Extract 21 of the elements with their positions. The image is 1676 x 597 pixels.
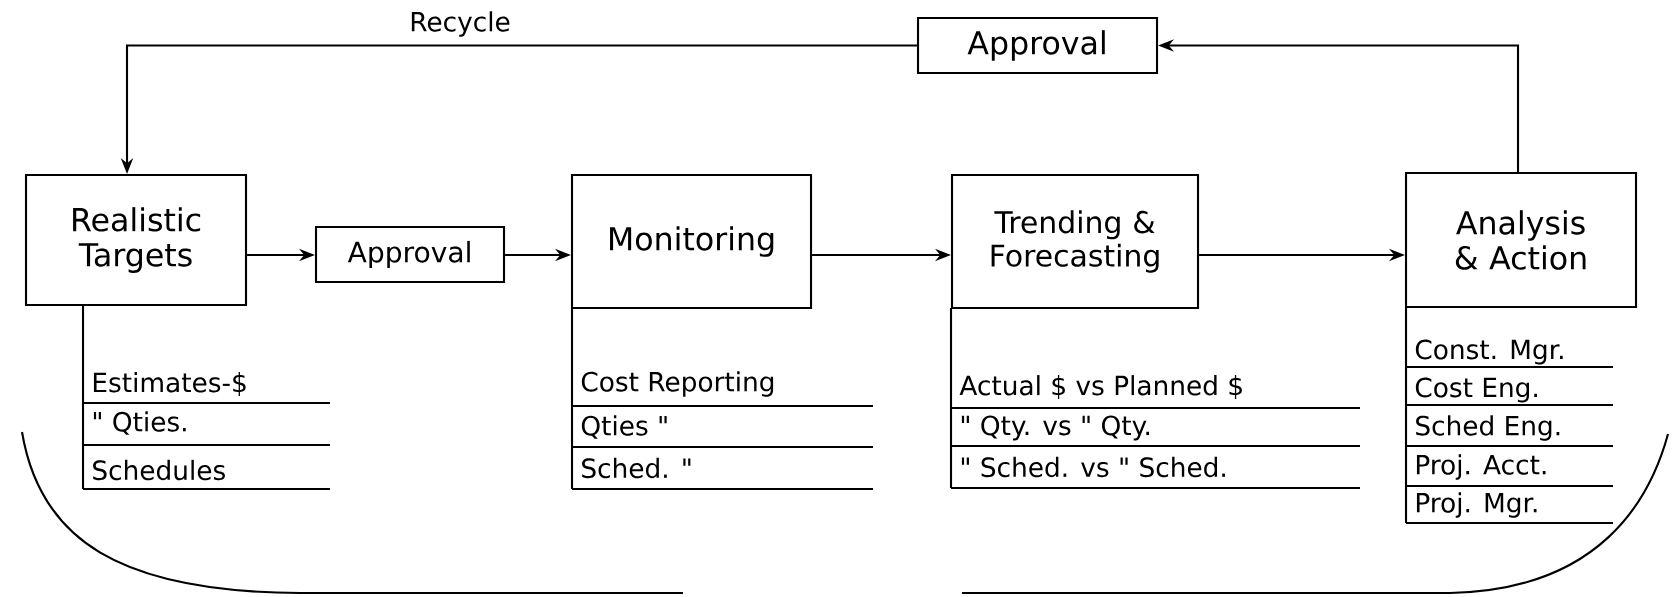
list-entry: Const. Mgr. xyxy=(1415,339,1563,365)
process-box: Monitoring xyxy=(570,173,813,310)
list-entry: Cost Eng. xyxy=(1415,377,1537,403)
edge-label: Recycle xyxy=(407,9,513,39)
list-entry: Proj. Mgr. xyxy=(1416,492,1537,518)
list-entry: " Qties. xyxy=(93,411,186,435)
list-entry: Proj. Acct. xyxy=(1416,454,1546,480)
list-entry: " Sched. vs " Sched. xyxy=(961,456,1225,478)
list-entry: Estimates-$ xyxy=(93,372,246,396)
list-entry: Schedules xyxy=(93,459,225,481)
list-entry: " Qty. vs " Qty. xyxy=(961,415,1150,441)
process-box: Trending & Forecasting xyxy=(950,173,1200,310)
process-box: Approval xyxy=(916,16,1159,75)
process-box: Realistic Targets xyxy=(24,173,248,307)
list-entry: Sched. " xyxy=(582,457,691,479)
list-entry: Qties " xyxy=(581,415,667,439)
list-entry: Sched Eng. xyxy=(1416,415,1560,441)
process-box: Analysis & Action xyxy=(1404,171,1638,309)
list-entry: Cost Reporting xyxy=(581,371,774,397)
process-box: Approval xyxy=(314,225,506,284)
list-entry: Actual $ vs Planned $ xyxy=(959,375,1242,399)
